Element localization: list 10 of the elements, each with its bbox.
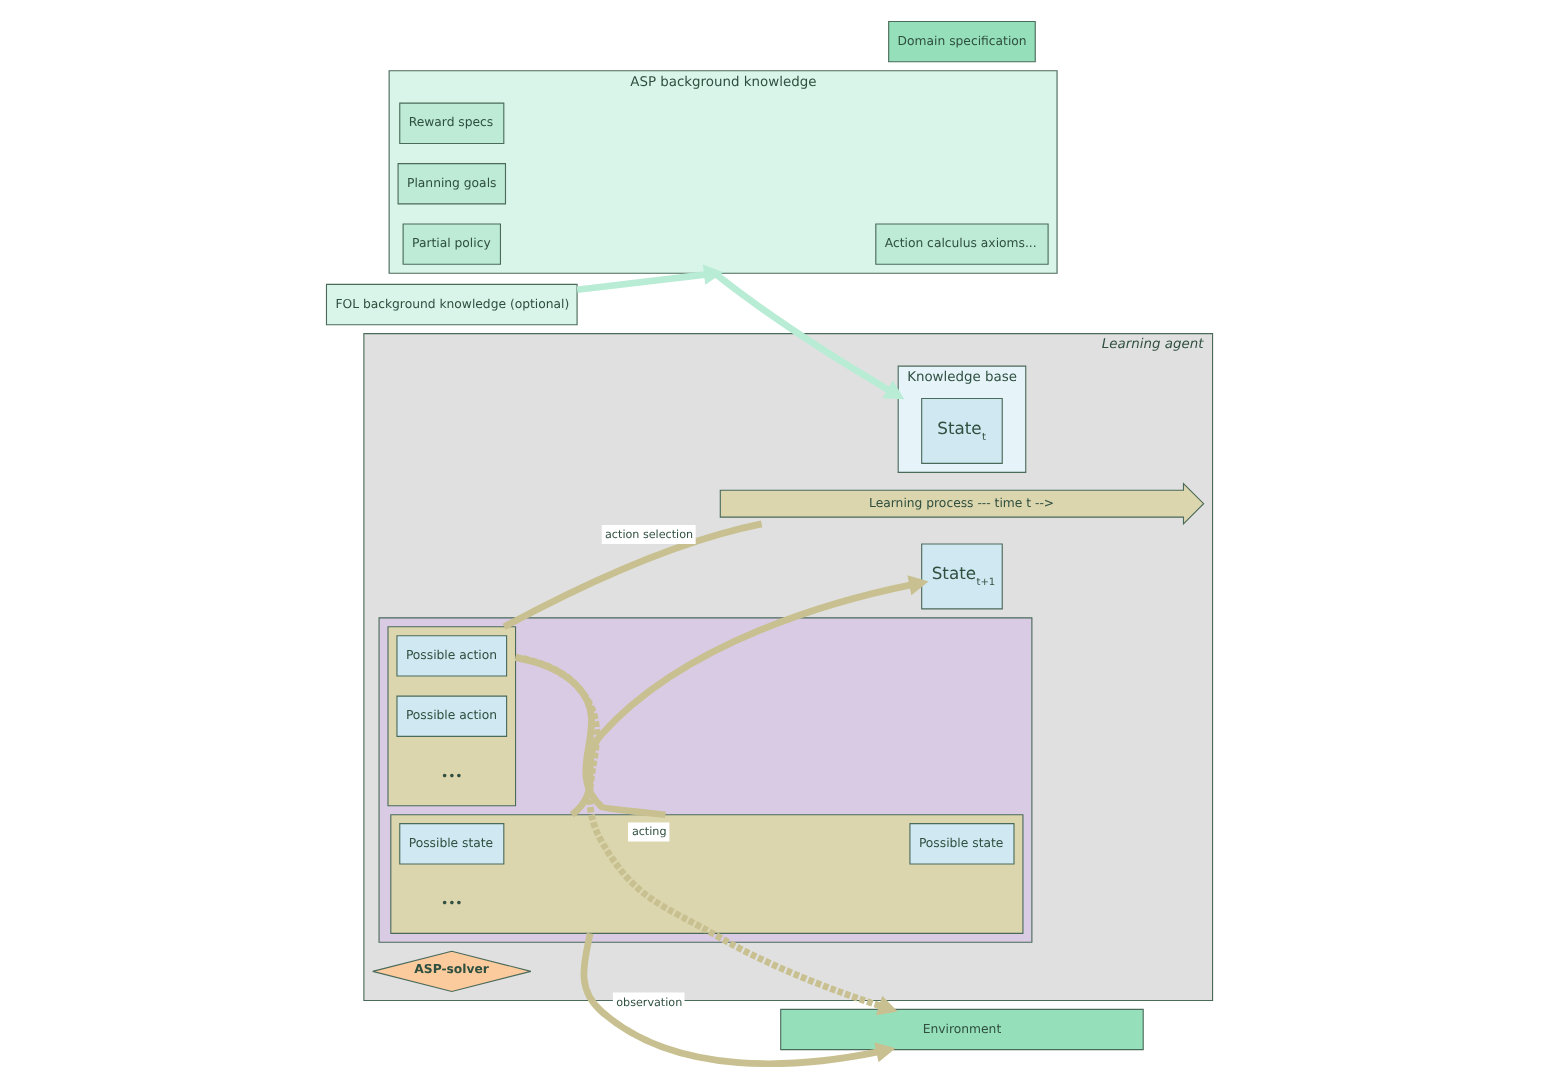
connector (513, 654, 665, 819)
arrow (568, 575, 928, 818)
node-box: State$_{t+1}$ (920, 543, 1002, 610)
arrow (711, 270, 904, 400)
cluster (386, 626, 516, 807)
cluster (389, 814, 1023, 934)
arrow (579, 932, 895, 1067)
cluster (377, 617, 1032, 943)
node-box: State$_{t}$ (920, 397, 1002, 464)
arrow (575, 264, 723, 294)
